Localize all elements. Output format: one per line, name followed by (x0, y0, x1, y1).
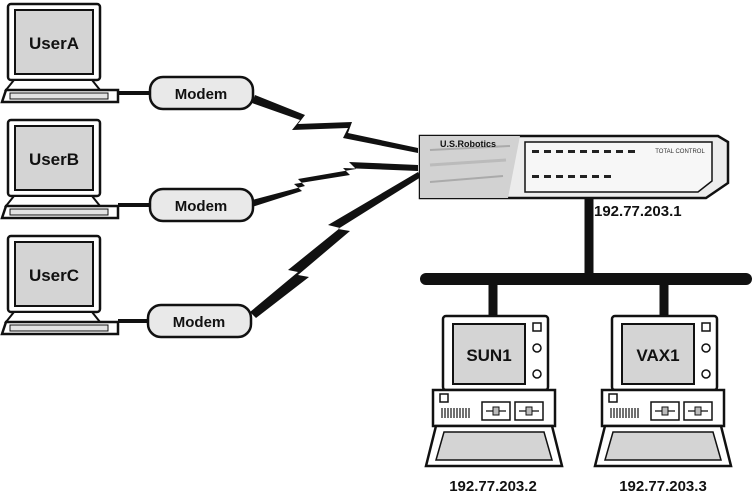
link-userb-router (252, 162, 418, 207)
host-sun1-ip: 192.77.203.2 (449, 478, 537, 495)
host-vax1-ip: 192.77.203.3 (619, 478, 707, 495)
workstation-usera-label: UserA (29, 34, 79, 53)
modem-usera-label: Modem (175, 86, 228, 103)
link-usera-router (252, 95, 418, 153)
host-vax1: VAX1 (593, 314, 733, 468)
host-vax1-label: VAX1 (636, 346, 679, 365)
router-ip-label: 192.77.203.1 (594, 203, 682, 220)
modem-userc: Modem (146, 303, 253, 339)
workstation-userb-label: UserB (29, 150, 79, 169)
workstation-userc: UserC (0, 234, 120, 336)
workstation-userb: UserB (0, 118, 120, 220)
link-userc-router (250, 172, 421, 318)
workstation-userc-label: UserC (29, 266, 79, 285)
modem-userc-label: Modem (173, 314, 226, 331)
router-led-row-1 (532, 150, 635, 153)
router-brand: U.S.Robotics (440, 139, 496, 149)
workstation-usera: UserA (0, 2, 120, 104)
router-led-row-2 (532, 175, 611, 178)
host-sun1: SUN1 (424, 314, 564, 468)
modem-usera: Modem (148, 75, 255, 111)
modem-userb-label: Modem (175, 198, 228, 215)
router-product: TOTAL CONTROL (655, 149, 705, 155)
host-sun1-label: SUN1 (466, 346, 511, 365)
modem-userb: Modem (148, 187, 255, 223)
router-chassis: U.S.Robotics TOTAL CONTROL (418, 134, 730, 200)
